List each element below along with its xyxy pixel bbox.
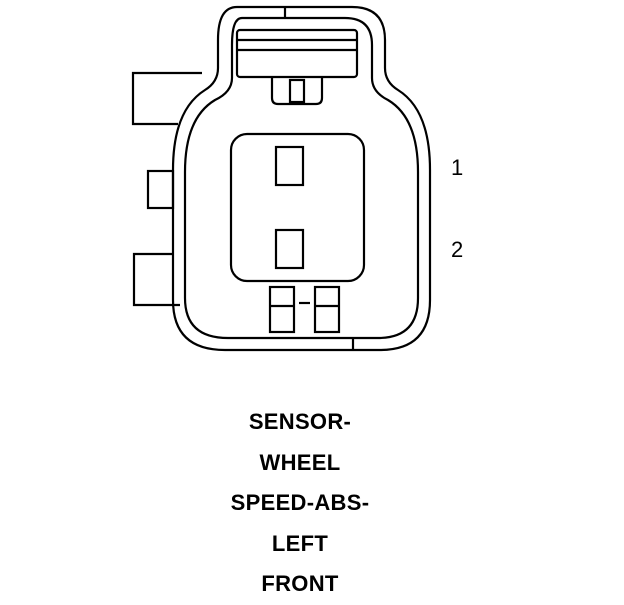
housing-inner-outline [183, 16, 420, 340]
caption-line-5: FRONT [261, 571, 339, 596]
pin-cavity-1 [274, 145, 305, 187]
terminal-cavity-area [229, 132, 366, 283]
latch-ramp [270, 77, 324, 106]
housing-outer-outline [171, 5, 432, 352]
caption-line-2: WHEEL [259, 450, 341, 475]
side-tab-middle [146, 169, 175, 210]
caption-line-1: SENSOR- [248, 409, 352, 434]
pin-label-1: 1 [451, 155, 464, 180]
bottom-key-left [268, 285, 296, 334]
bottom-key-right [313, 285, 341, 334]
caption-line-4: LEFT [271, 531, 329, 556]
locking-latch [235, 28, 359, 79]
side-tab-bottom [132, 252, 180, 307]
latch-window [288, 78, 306, 104]
pin-label-2: 2 [451, 237, 464, 262]
side-tab-top [131, 71, 202, 126]
pin-cavity-2 [274, 228, 305, 270]
caption-line-3: SPEED-ABS- [230, 490, 370, 515]
